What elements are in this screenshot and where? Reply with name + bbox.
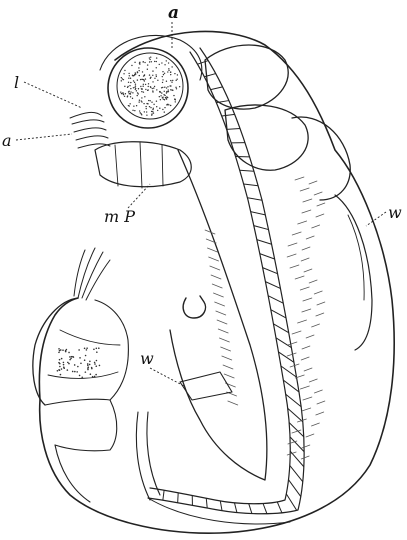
tail-division <box>48 330 120 378</box>
eye-lens <box>117 53 183 119</box>
label-l: l <box>14 73 19 92</box>
eye-stipple <box>120 56 180 115</box>
body-outline <box>39 31 394 533</box>
label-mP: m P <box>104 207 135 226</box>
label-w-lower: w <box>140 349 154 368</box>
dorsal-stripe-segments <box>163 61 304 514</box>
right-appendage <box>335 195 372 350</box>
ventral-chain <box>147 412 160 495</box>
label-w-right: w <box>388 203 402 222</box>
curled-organ <box>183 296 205 318</box>
label-a-top: a <box>168 3 179 23</box>
label-a-left: a <box>2 131 12 150</box>
antennule-bristles <box>70 112 110 148</box>
right-appendage-inner <box>348 215 364 300</box>
tail-segment-2 <box>55 445 90 502</box>
mouth-parts <box>95 142 191 187</box>
tail-segment-1 <box>45 399 117 451</box>
tail-segment-3 <box>95 300 128 400</box>
carapace-plate-2 <box>225 105 308 170</box>
tail-stipple <box>57 347 101 378</box>
ventral-mass <box>170 150 267 480</box>
mouth-parts-division <box>115 142 163 188</box>
tail-bristles <box>74 248 110 300</box>
